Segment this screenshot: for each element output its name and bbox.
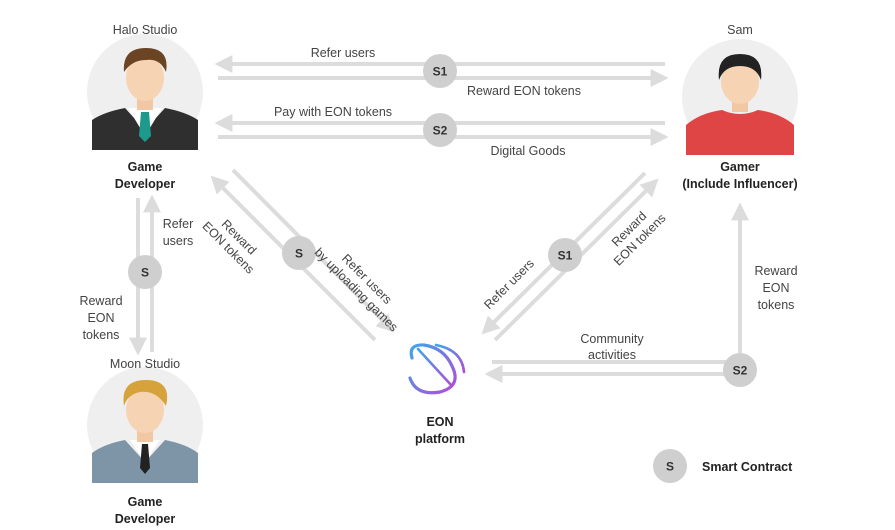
sam-avatar	[682, 39, 798, 155]
label-reward-eon-top: Reward EON tokens	[467, 84, 581, 98]
label-digital-goods: Digital Goods	[490, 144, 565, 158]
label-diag-right-reward: Reward EON tokens	[609, 209, 669, 269]
svg-text:S2: S2	[733, 364, 748, 378]
sam-name: Sam	[727, 23, 753, 37]
label-community-1: Community	[580, 332, 644, 346]
label-diag-left-refer: Refer users by uploading games	[312, 245, 401, 334]
badge-right-s2: S2	[723, 353, 757, 387]
svg-text:Refer users: Refer users	[481, 256, 537, 312]
moon-studio-avatar	[87, 367, 203, 483]
svg-text:S: S	[295, 247, 303, 261]
label-refer-users-top: Refer users	[311, 46, 376, 60]
svg-text:S: S	[141, 266, 149, 280]
badge-diag-right-s1: S1	[548, 238, 582, 272]
halo-studio-avatar	[87, 34, 203, 150]
label-right-reward-2: EON	[762, 281, 789, 295]
label-right-reward-3: tokens	[758, 298, 795, 312]
label-right-reward-1: Reward	[754, 264, 797, 278]
halo-role-line2: Developer	[115, 177, 176, 191]
legend-label: Smart Contract	[702, 460, 793, 474]
label-left-refer-1: Refer	[163, 217, 194, 231]
label-left-reward-3: tokens	[83, 328, 120, 342]
eon-label-line1: EON	[426, 415, 453, 429]
label-community-2: activities	[588, 348, 636, 362]
svg-text:S: S	[666, 460, 674, 474]
halo-role-line1: Game	[128, 160, 163, 174]
arrow-community-to-eon	[484, 365, 748, 383]
badge-diag-left-s: S	[282, 236, 316, 270]
eon-logo-icon	[408, 343, 466, 395]
moon-studio-name: Moon Studio	[110, 357, 180, 371]
moon-role-line1: Game	[128, 495, 163, 509]
halo-studio-name: Halo Studio	[113, 23, 178, 37]
moon-role-line2: Developer	[115, 512, 176, 526]
label-left-reward-2: EON	[87, 311, 114, 325]
label-diag-left-reward: Reward EON tokens	[199, 217, 259, 277]
legend-badge: S	[653, 449, 687, 483]
label-left-refer-2: users	[163, 234, 194, 248]
svg-text:S2: S2	[433, 124, 448, 138]
sam-role-line2: (Include Influencer)	[682, 177, 797, 191]
label-diag-right-refer: Refer users	[481, 256, 537, 312]
svg-text:S1: S1	[433, 65, 448, 79]
label-pay-eon: Pay with EON tokens	[274, 105, 392, 119]
label-left-reward-1: Reward	[79, 294, 122, 308]
sam-role-line1: Gamer	[720, 160, 760, 174]
svg-text:S1: S1	[558, 249, 573, 263]
badge-top-s1: S1	[423, 54, 457, 88]
eon-label-line2: platform	[415, 432, 465, 446]
badge-left-s: S	[128, 255, 162, 289]
badge-top-s2: S2	[423, 113, 457, 147]
